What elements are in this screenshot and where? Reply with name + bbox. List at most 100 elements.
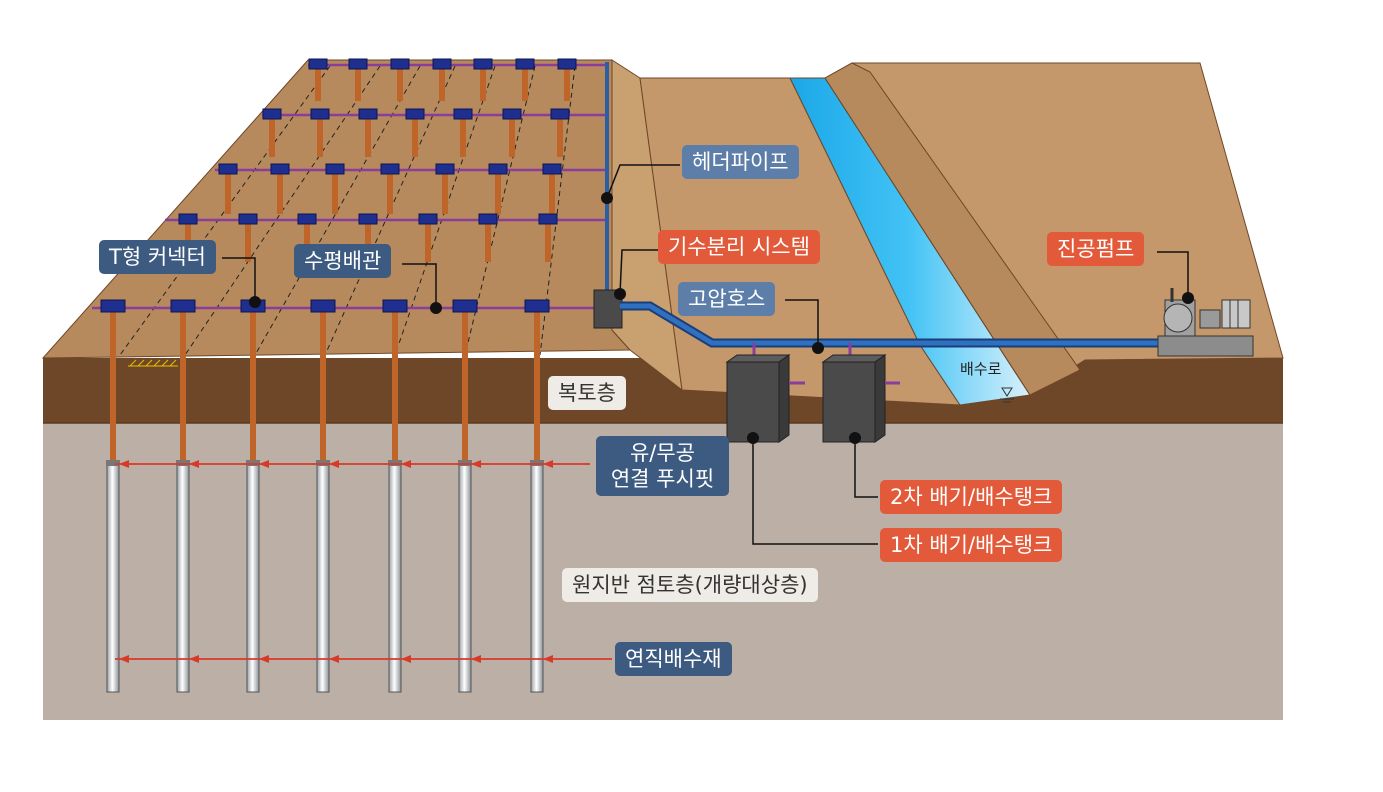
label-separation-system: 기수분리 시스템	[658, 230, 820, 264]
vertical-drain-pile	[388, 463, 402, 693]
vertical-drain-pile	[316, 463, 330, 693]
t-connector-icon	[297, 213, 317, 225]
drain-stem	[269, 119, 275, 157]
t-connector-icon	[418, 213, 438, 225]
t-connector-icon	[538, 213, 558, 225]
t-connector-icon	[502, 108, 522, 120]
drain-stem	[557, 119, 563, 157]
arrowhead-icon	[259, 460, 269, 468]
drain-stem	[412, 119, 418, 157]
label-joint-pushfit: 유/무공 연결 푸시핏	[596, 436, 729, 496]
arrowhead-icon	[189, 460, 199, 468]
label-vertical-drain: 연직배수재	[615, 642, 732, 676]
pushfit-joint	[530, 460, 544, 466]
drain-stem	[460, 119, 466, 157]
vertical-drain-pile	[530, 463, 544, 693]
label-joint-pushfit-line2: 연결 푸시핏	[610, 467, 715, 491]
pushfit-joint	[246, 460, 260, 466]
water-level-icon	[1000, 387, 1014, 403]
tank-1	[726, 361, 780, 443]
vertical-drain-pile	[246, 463, 260, 693]
label-horizontal-pipe: 수평배관	[294, 244, 392, 278]
t-connector-icon	[170, 299, 196, 313]
drain-stem	[509, 119, 515, 157]
t-connector-icon	[325, 163, 345, 175]
t-connector-icon	[432, 58, 452, 70]
t-connector-icon	[405, 108, 425, 120]
vertical-drain-pile	[458, 463, 472, 693]
drain-stem	[480, 69, 486, 101]
grass-hatch	[128, 359, 178, 367]
drain-stem	[495, 174, 501, 214]
drain-stem	[304, 224, 310, 262]
pushfit-joint	[458, 460, 472, 466]
arrowhead-icon	[259, 655, 269, 663]
leader-lines	[222, 164, 1189, 545]
drain-stem	[225, 174, 231, 214]
label-high-pressure-hose: 고압호스	[678, 282, 776, 316]
drain-stem	[355, 69, 361, 101]
t-connector-icon	[382, 299, 408, 313]
label-drainage-channel: 배수로	[960, 360, 1002, 378]
drain-stem	[534, 312, 540, 464]
vacuum-pump	[1157, 288, 1254, 357]
t-connectors	[178, 58, 577, 262]
label-tank-2: 2차 배기/배수탱크	[880, 480, 1063, 514]
drain-stem	[180, 312, 186, 464]
arrowhead-icon	[329, 460, 339, 468]
t-connector-icon	[380, 163, 400, 175]
drain-stem	[392, 312, 398, 464]
drainage-channel-water	[789, 77, 1031, 406]
t-connector-icon	[473, 58, 493, 70]
label-vacuum-pump: 진공펌프	[1047, 232, 1145, 266]
t-connector-icon	[310, 299, 336, 313]
arrowhead-icon	[119, 655, 129, 663]
drain-stem	[462, 312, 468, 464]
label-joint-pushfit-line1: 유/무공	[629, 441, 696, 465]
drain-stem	[277, 174, 283, 214]
drain-stem	[320, 312, 326, 464]
t-connector-icon	[238, 213, 258, 225]
arrowhead-icon	[543, 460, 553, 468]
leader-dots	[249, 192, 1194, 444]
drain-stem	[245, 224, 251, 262]
vertical-drain-pile	[106, 463, 120, 693]
vertical-drain-pile	[176, 463, 190, 693]
t-connector-icon	[452, 299, 478, 313]
pushfit-joint	[388, 460, 402, 466]
pushfit-joint	[316, 460, 330, 466]
arrowhead-icon	[543, 655, 553, 663]
drain-stem	[365, 224, 371, 262]
arrowhead-icon	[189, 655, 199, 663]
arrowhead-icon	[329, 655, 339, 663]
t-connector-icon	[308, 58, 328, 70]
t-connector-icon	[218, 163, 238, 175]
t-connector-icon	[453, 108, 473, 120]
t-connector-icon	[515, 58, 535, 70]
t-connector-icon	[390, 58, 410, 70]
drain-stem	[317, 119, 323, 157]
drain-stem	[425, 224, 431, 262]
drain-stem	[549, 174, 555, 214]
arrowhead-icon	[119, 460, 129, 468]
drain-stem	[250, 312, 256, 464]
drain-stem	[439, 69, 445, 101]
drain-stem	[365, 119, 371, 157]
t-connector-icon	[488, 163, 508, 175]
embankment-right-ridge	[824, 62, 1081, 396]
t-connector-icon	[358, 213, 378, 225]
t-connector-icon	[557, 58, 577, 70]
drain-stem	[564, 69, 570, 101]
label-t-connector: T형 커넥터	[99, 240, 216, 274]
drain-stem	[315, 69, 321, 101]
t-connector-icon	[358, 108, 378, 120]
t-connector-icon	[478, 213, 498, 225]
pushfit-joint	[106, 460, 120, 466]
t-connector-icon	[435, 163, 455, 175]
t-connector-icon	[542, 163, 562, 175]
t-connector-icon	[348, 58, 368, 70]
t-connector-icon	[100, 299, 126, 313]
t-connector-icon	[550, 108, 570, 120]
label-tank-1: 1차 배기/배수탱크	[880, 528, 1063, 562]
label-cover-layer: 복토층	[548, 376, 626, 410]
